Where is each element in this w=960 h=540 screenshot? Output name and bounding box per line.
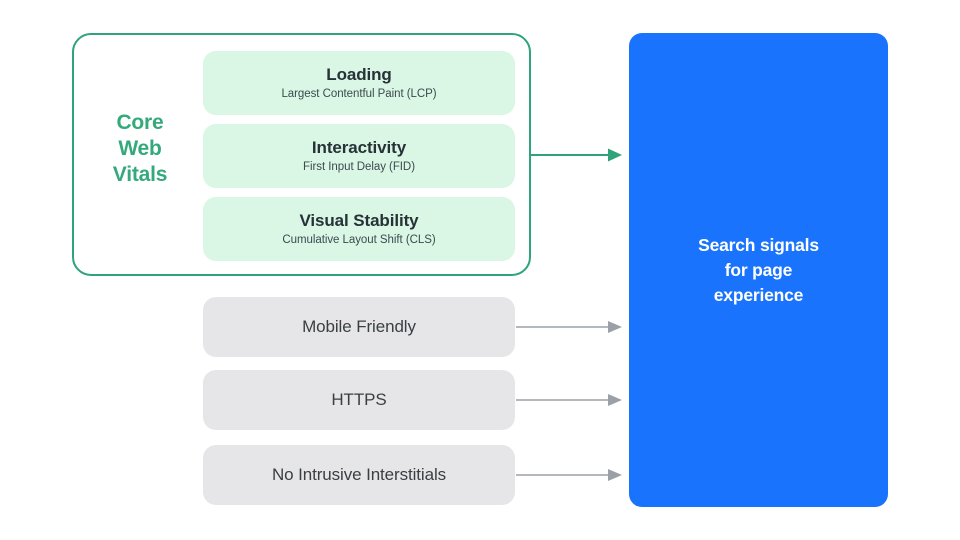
vital-card-title: Visual Stability bbox=[299, 211, 419, 230]
core-web-vitals-label: Core Web Vitals bbox=[86, 110, 194, 188]
signal-card-label: No Intrusive Interstitials bbox=[271, 465, 447, 484]
vital-card-title: Interactivity bbox=[311, 138, 407, 157]
core-web-vitals-label-line-2: Web bbox=[118, 137, 162, 160]
signal-card-mobile-friendly: Mobile Friendly bbox=[203, 297, 515, 357]
vital-card-visual-stability: Visual Stability Cumulative Layout Shift… bbox=[203, 197, 515, 261]
vital-card-loading: Loading Largest Contentful Paint (LCP) bbox=[203, 51, 515, 115]
vital-card-interactivity: Interactivity First Input Delay (FID) bbox=[203, 124, 515, 188]
search-signals-line-3: experience bbox=[713, 284, 804, 305]
vital-card-title: Loading bbox=[326, 65, 392, 84]
signal-card-label: HTTPS bbox=[331, 390, 387, 409]
core-web-vitals-label-line-3: Vitals bbox=[112, 163, 168, 186]
https-arrow-icon bbox=[516, 394, 622, 406]
mobile-friendly-arrow-icon bbox=[516, 321, 622, 333]
signal-card-no-intrusive-interstitials: No Intrusive Interstitials bbox=[203, 445, 515, 505]
search-signals-line-2: for page bbox=[724, 259, 793, 280]
search-signals-line-1: Search signals bbox=[698, 234, 819, 255]
core-web-vitals-arrow-icon bbox=[531, 148, 622, 162]
vital-card-subtitle: Cumulative Layout Shift (CLS) bbox=[282, 234, 436, 246]
signal-card-https: HTTPS bbox=[203, 370, 515, 430]
search-signals-panel-text: Search signals for page experience bbox=[680, 233, 837, 308]
core-web-vitals-label-line-1: Core bbox=[116, 111, 164, 134]
vital-card-subtitle: First Input Delay (FID) bbox=[303, 161, 415, 173]
core-web-vitals-group bbox=[72, 33, 531, 276]
signal-card-label: Mobile Friendly bbox=[302, 317, 416, 336]
search-signals-panel: Search signals for page experience bbox=[629, 33, 888, 507]
no-intrusive-interstitials-arrow-icon bbox=[516, 469, 622, 481]
vital-card-subtitle: Largest Contentful Paint (LCP) bbox=[281, 88, 437, 100]
